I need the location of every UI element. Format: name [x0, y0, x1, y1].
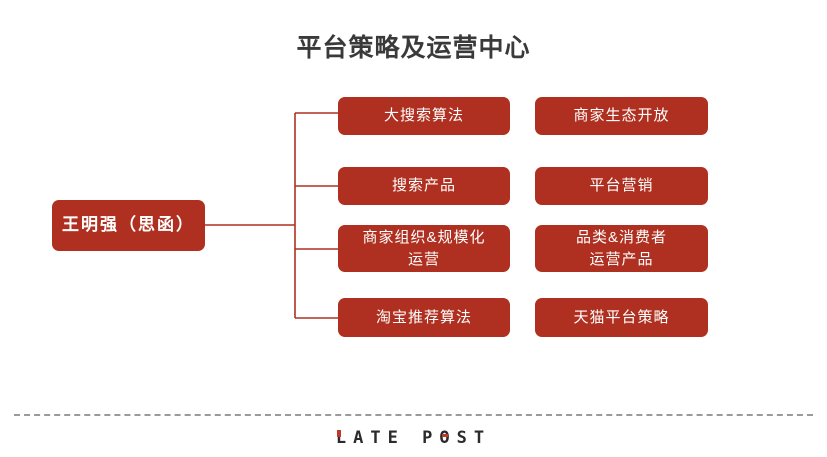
- org-node-label: 淘宝推荐算法: [375, 308, 472, 326]
- org-node-label-group: 品类&消费者 运营产品: [576, 227, 667, 271]
- footer-logo-p: P: [422, 428, 440, 448]
- org-node-c1-r1[interactable]: 大搜索算法: [338, 97, 510, 135]
- footer-logo-space: [405, 428, 422, 448]
- org-node-label-line1: 品类&消费者: [575, 228, 667, 246]
- org-node-c2-r4[interactable]: 天猫平台策略: [535, 298, 708, 337]
- org-node-label-line1: 商家组织&规模化: [362, 228, 486, 246]
- org-node-c1-r4[interactable]: 淘宝推荐算法: [338, 298, 510, 337]
- org-node-c1-r3[interactable]: 商家组织&规模化 运营: [338, 225, 510, 272]
- org-node-label-group: 商家组织&规模化 运营: [362, 227, 485, 271]
- org-node-label: 天猫平台策略: [573, 308, 670, 326]
- org-node-root[interactable]: 王明强（思函）: [52, 200, 205, 251]
- org-node-label: 大搜索算法: [383, 107, 464, 125]
- footer-logo: LATE POST: [0, 428, 827, 448]
- org-node-label: 搜索产品: [391, 177, 456, 195]
- footer-logo-o: O: [439, 428, 457, 448]
- org-node-c2-r2[interactable]: 平台营销: [535, 167, 708, 205]
- org-node-label-line2: 运营: [407, 250, 440, 268]
- footer-logo-ate: ATE: [353, 428, 405, 448]
- org-node-c2-r1[interactable]: 商家生态开放: [535, 97, 708, 135]
- org-node-c2-r3[interactable]: 品类&消费者 运营产品: [535, 225, 708, 272]
- org-node-c1-r2[interactable]: 搜索产品: [338, 167, 510, 205]
- footer-divider: [14, 414, 813, 416]
- footer-logo-l: L: [335, 428, 354, 448]
- org-node-label-line2: 运营产品: [589, 250, 654, 268]
- org-node-root-label: 王明强（思函）: [62, 215, 195, 235]
- footer-logo-st: ST: [456, 428, 492, 448]
- org-node-label: 平台营销: [589, 177, 654, 195]
- org-node-label: 商家生态开放: [573, 107, 670, 125]
- page-title: 平台策略及运营中心: [296, 34, 531, 62]
